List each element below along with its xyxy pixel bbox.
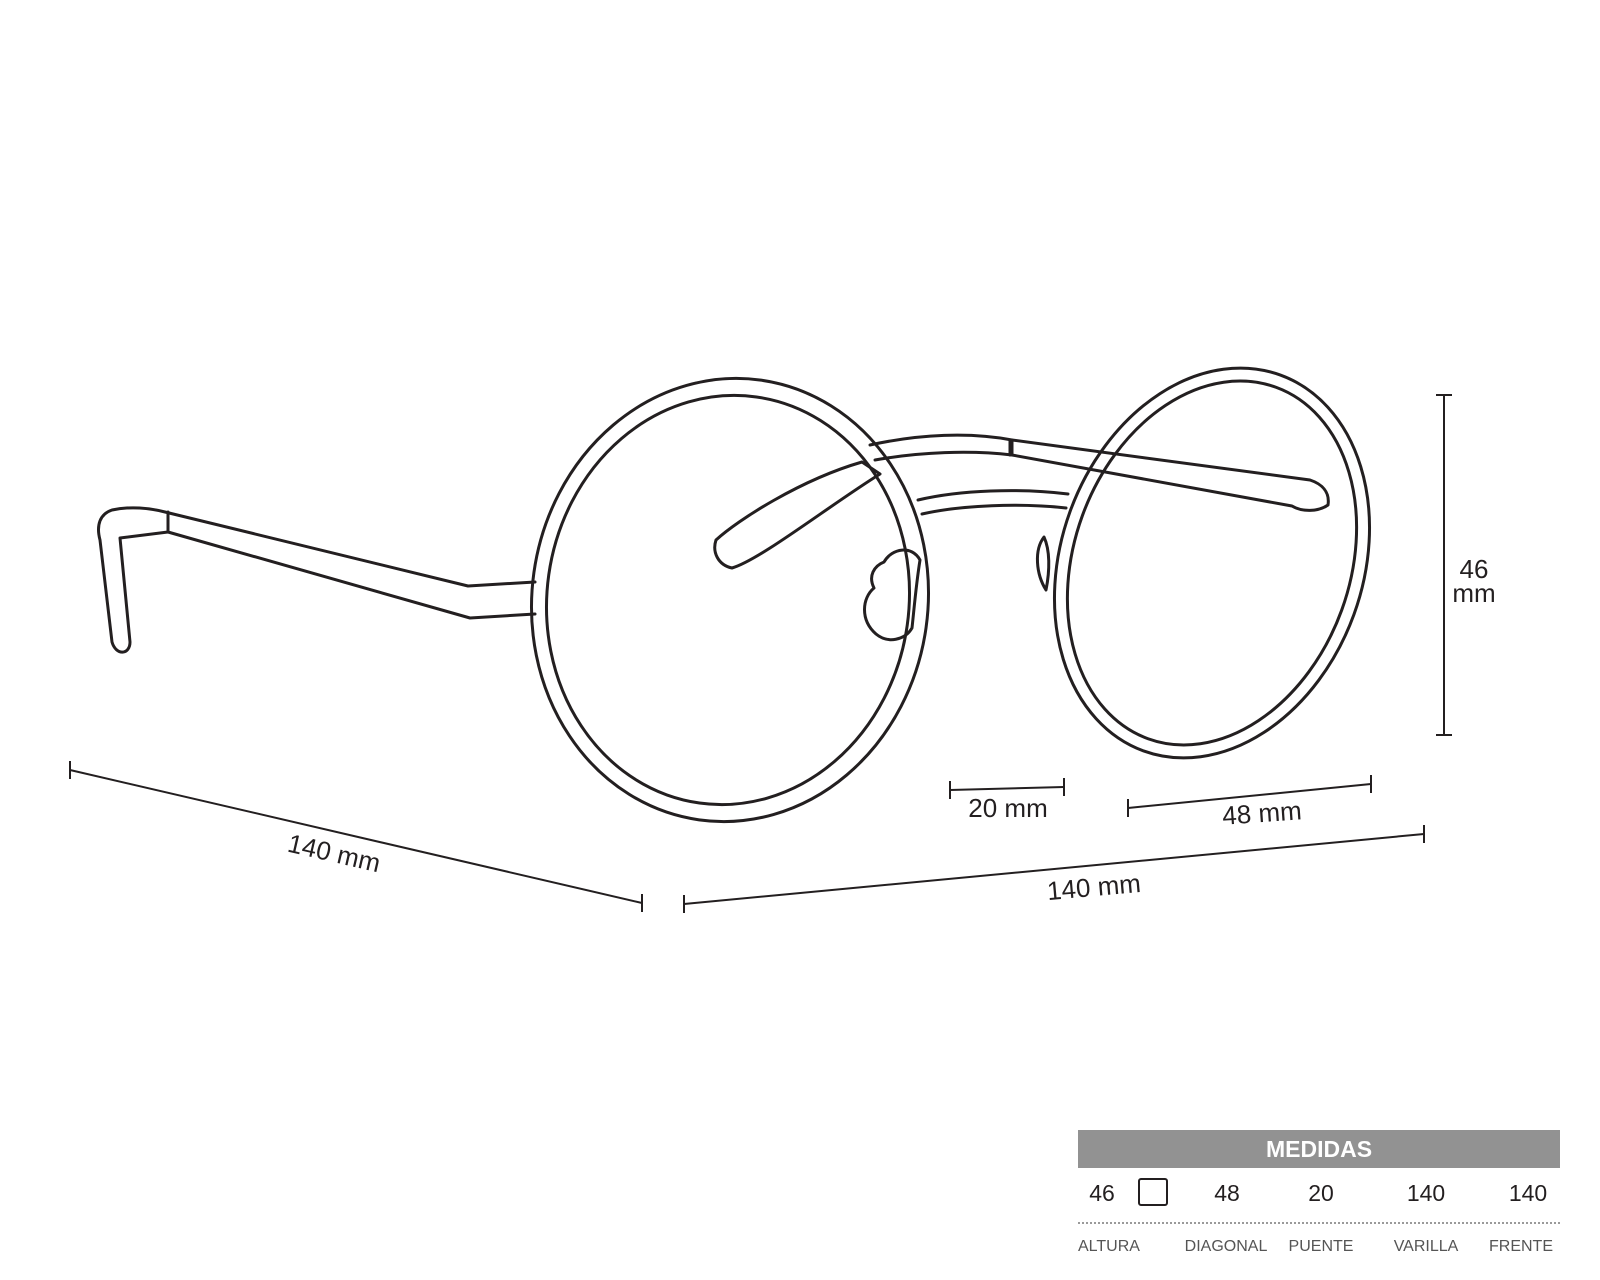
right-nose-pad	[1036, 535, 1051, 592]
lens-shape-icon	[1138, 1178, 1168, 1206]
bridge-dimension-line	[949, 778, 1065, 799]
lens-height-dimension-line	[1436, 394, 1452, 736]
medidas-title: MEDIDAS	[1078, 1130, 1560, 1168]
varilla-label: VARILLA	[1393, 1238, 1459, 1255]
left-nose-pad	[713, 460, 882, 570]
bridge-width-label: 20 mm	[968, 793, 1047, 823]
right-lens	[1052, 366, 1372, 760]
diagonal-value: 48	[1214, 1180, 1240, 1206]
temple-length-label: 140 mm	[285, 828, 383, 878]
medidas-labels-row: ALTURA DIAGONAL PUENTE VARILLA FRENTE	[1078, 1224, 1560, 1260]
lens-width-dimension-line	[1127, 775, 1372, 817]
lens-height-value-label: 46	[1460, 554, 1489, 584]
lower-bridge	[916, 489, 1070, 516]
puente-label: PUENTE	[1288, 1238, 1354, 1255]
inner-nose-pad	[863, 548, 922, 642]
frame-front-label: 140 mm	[1046, 868, 1142, 906]
medidas-table: MEDIDAS 46 48 20 140 140 ALTURA DIAGONAL…	[1078, 1130, 1560, 1260]
altura-label: ALTURA	[1078, 1238, 1140, 1255]
top-bridge-bar	[868, 433, 1014, 462]
altura-value: 46	[1089, 1180, 1115, 1206]
medidas-values-row: 46 48 20 140 140	[1078, 1168, 1560, 1224]
frente-label: FRENTE	[1489, 1238, 1553, 1255]
diagonal-label: DIAGONAL	[1184, 1238, 1268, 1255]
temple-dimension-line	[69, 761, 643, 912]
puente-value: 20	[1308, 1180, 1334, 1206]
lens-height-unit-label: mm	[1452, 578, 1495, 608]
far-temple-arm	[1008, 438, 1330, 512]
frente-value: 140	[1508, 1180, 1548, 1206]
front-dimension-line	[683, 825, 1425, 913]
varilla-value: 140	[1406, 1180, 1446, 1206]
left-lens	[530, 376, 930, 824]
near-temple-arm	[97, 506, 537, 654]
lens-width-label: 48 mm	[1221, 795, 1302, 830]
